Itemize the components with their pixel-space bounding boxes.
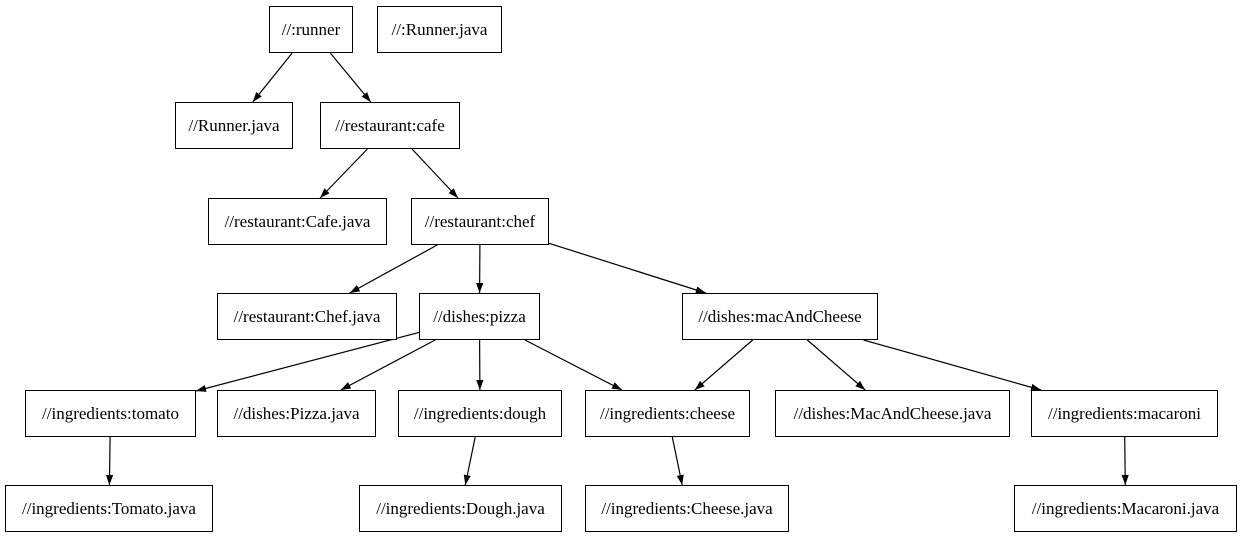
graph-node-chef-java: //restaurant:Chef.java xyxy=(217,293,397,340)
graph-node-cheese-java: //ingredients:Cheese.java xyxy=(585,485,789,532)
graph-node-pizza-java: //dishes:Pizza.java xyxy=(217,390,376,437)
node-label: //ingredients:cheese xyxy=(599,404,735,423)
node-label: //ingredients:tomato xyxy=(42,404,179,423)
graph-node-tomato: //ingredients:tomato xyxy=(25,390,196,437)
graph-node-cafe-java: //restaurant:Cafe.java xyxy=(208,198,387,245)
node-label: //ingredients:Tomato.java xyxy=(22,499,196,518)
edge-pizza-to-cheese xyxy=(524,339,623,391)
graph-node-pizza: //dishes:pizza xyxy=(419,293,540,340)
edge-pizza-to-pizza-java xyxy=(340,339,436,391)
node-label: //:Runner.java xyxy=(391,20,488,39)
edge-runner-to-cafe xyxy=(329,52,372,103)
graph-node-mac-and-cheese-java: //dishes:MacAndCheese.java xyxy=(775,390,1010,437)
node-label: //restaurant:cafe xyxy=(335,116,445,135)
node-label: //Runner.java xyxy=(188,116,280,135)
edge-mac-and-cheese-to-macaroni xyxy=(863,339,1042,391)
edge-dough-to-dough-java xyxy=(463,436,476,486)
edge-chef-to-mac-and-cheese xyxy=(548,242,706,294)
node-label: //dishes:pizza xyxy=(433,307,526,326)
graph-node-runner: //:runner xyxy=(269,6,353,53)
node-label: //restaurant:Cafe.java xyxy=(224,212,371,231)
edge-tomato-to-tomato-java xyxy=(105,436,114,486)
graph-node-runner-java-root: //:Runner.java xyxy=(377,6,502,53)
graph-node-macaroni: //ingredients:macaroni xyxy=(1031,390,1218,437)
node-label: //ingredients:Macaroni.java xyxy=(1031,499,1220,518)
edge-chef-to-chef-java xyxy=(349,244,438,294)
edge-runner-to-runner-java xyxy=(252,52,293,103)
graph-node-runner-java: //Runner.java xyxy=(175,102,293,149)
node-label: //ingredients:dough xyxy=(413,404,547,423)
graph-node-dough-java: //ingredients:Dough.java xyxy=(359,485,562,532)
node-label: //ingredients:Cheese.java xyxy=(601,499,773,518)
edge-cheese-to-cheese-java xyxy=(671,436,684,486)
node-label: //:runner xyxy=(281,20,341,39)
node-label: //dishes:MacAndCheese.java xyxy=(793,404,992,423)
node-label: //dishes:macAndCheese xyxy=(698,307,862,326)
edge-pizza-to-tomato xyxy=(195,331,420,392)
edge-cafe-to-chef xyxy=(411,148,459,199)
node-label: //ingredients:Dough.java xyxy=(376,499,545,518)
node-label: //restaurant:chef xyxy=(424,212,536,231)
graph-node-tomato-java: //ingredients:Tomato.java xyxy=(5,485,213,532)
graph-node-cheese: //ingredients:cheese xyxy=(585,390,750,437)
node-label: //ingredients:macaroni xyxy=(1048,404,1201,423)
graph-node-macaroni-java: //ingredients:Macaroni.java xyxy=(1014,485,1237,532)
edge-mac-and-cheese-to-cheese xyxy=(694,339,754,391)
node-label: //restaurant:Chef.java xyxy=(233,307,381,326)
edge-mac-and-cheese-to-mac-and-cheese-java xyxy=(806,339,866,391)
graph-node-chef: //restaurant:chef xyxy=(411,198,549,245)
graph-node-cafe: //restaurant:cafe xyxy=(320,102,460,149)
graph-node-dough: //ingredients:dough xyxy=(398,390,562,437)
edge-cafe-to-cafe-java xyxy=(319,148,368,199)
edge-macaroni-to-macaroni-java xyxy=(1121,436,1129,486)
node-label: //dishes:Pizza.java xyxy=(233,404,360,423)
graph-node-mac-and-cheese: //dishes:macAndCheese xyxy=(682,293,878,340)
